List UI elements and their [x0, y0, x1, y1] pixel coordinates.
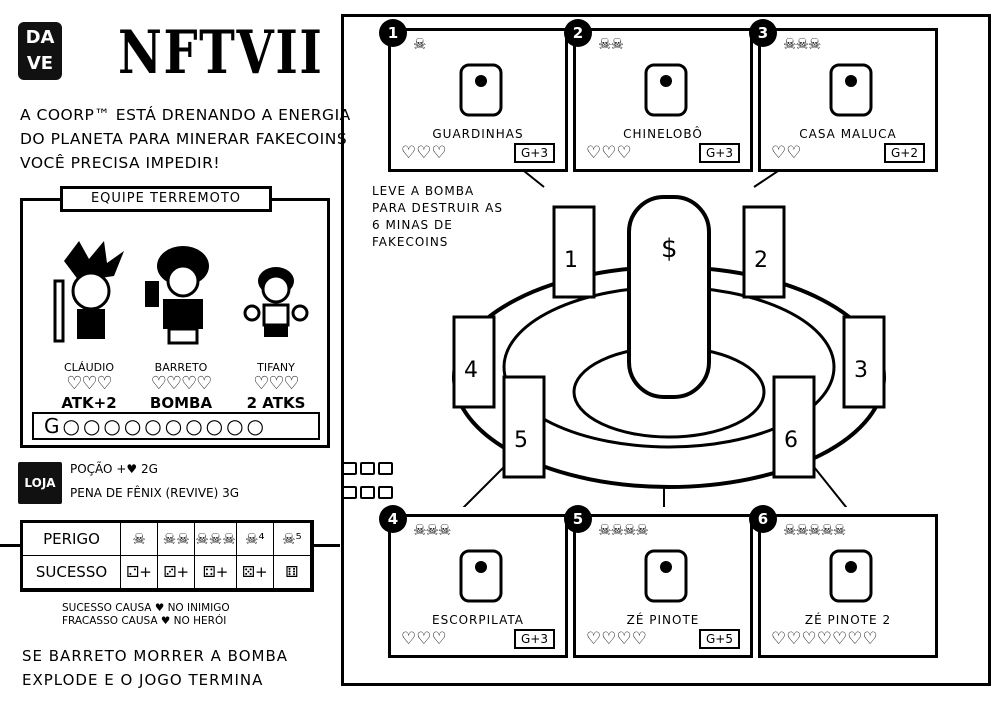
card-number: 5 — [564, 505, 592, 533]
team-panel: Cláudio ♡♡♡ ATK+2 Barreto ♡♡♡♡ Bomba Tif… — [20, 198, 330, 448]
skull-icon: ☠☠☠ — [195, 523, 237, 556]
skull-icon: ☠☠☠☠ — [598, 521, 649, 539]
barreto-figure-icon — [145, 246, 209, 345]
svg-text:1: 1 — [564, 248, 578, 273]
gold-slots[interactable]: ○○○○○○○○○○ — [62, 414, 268, 438]
skull-icon: ☠⁴ — [236, 523, 274, 556]
hero-tifany: Tifany ♡♡♡ 2 ATKs — [228, 231, 324, 412]
dice-icon: ⚃+ — [195, 556, 237, 589]
shop-label: Loja — [18, 462, 62, 504]
card-number: 3 — [749, 19, 777, 47]
enemy-hearts[interactable]: ♡♡♡ — [401, 143, 447, 163]
hero-hearts: ♡♡♡ — [253, 373, 299, 394]
gold-reward: G+5 — [699, 629, 740, 649]
hero-hearts: ♡♡♡ — [66, 373, 112, 394]
enemy-name: Zé Pinote 2 — [804, 613, 892, 627]
mission-text: Leve a bomba para destruir as 6 minas de… — [372, 184, 503, 249]
svg-text:6: 6 — [784, 428, 798, 453]
enemy-illustration-icon — [829, 63, 873, 117]
intro-text: A Coorp™ está drenando a energia do plan… — [20, 106, 351, 172]
claudio-figure-icon — [53, 241, 124, 343]
end-rule: Se Barreto morrer a bomba explode e o jo… — [22, 647, 288, 689]
enemy-card[interactable]: 2 ☠☠ Chinelobô ♡♡♡ G+3 — [564, 19, 753, 172]
gold-reward: G+3 — [699, 143, 740, 163]
enemy-illustration-icon — [459, 63, 503, 117]
enemy-name: Guardinhas — [432, 127, 524, 141]
svg-text:3: 3 — [854, 358, 868, 383]
enemy-hearts[interactable]: ♡♡♡♡ — [586, 629, 647, 649]
shop-checkboxes[interactable] — [342, 462, 393, 475]
enemy-illustration-icon — [459, 549, 503, 603]
game-title: NFTVII — [118, 18, 324, 88]
svg-text:5: 5 — [514, 428, 528, 453]
enemy-card[interactable]: 4 ☠☠☠ Escorpilata ♡♡♡ G+3 — [379, 505, 568, 658]
enemy-illustration-icon — [644, 549, 688, 603]
shop-item: Pena de Fênix (revive) 3G — [70, 486, 400, 500]
shop-item: Poção +♥ 2G — [70, 462, 400, 476]
tifany-figure-icon — [243, 267, 309, 337]
dice-icon: ⚂+ — [158, 556, 196, 589]
enemy-name: Chinelobô — [623, 127, 703, 141]
skull-icon: ☠ — [413, 35, 426, 53]
dice-icon: ⚁+ — [121, 556, 159, 589]
danger-table: Perigo ☠☠☠☠☠☠☠⁴☠⁵ Sucesso ⚁+⚂+⚃+⚄+⚅ — [20, 520, 314, 592]
gold-reward: G+2 — [884, 143, 925, 163]
team-label: Equipe Terremoto — [60, 186, 272, 212]
skull-icon: ☠☠☠ — [413, 521, 451, 539]
combat-notes: Sucesso causa ♥ no inimigoFracasso causa… — [62, 602, 230, 627]
enemy-illustration-icon — [644, 63, 688, 117]
hero-barreto: Barreto ♡♡♡♡ Bomba — [133, 231, 229, 412]
svg-text:2: 2 — [754, 248, 768, 273]
card-number: 1 — [379, 19, 407, 47]
enemy-card[interactable]: 5 ☠☠☠☠ Zé Pinote ♡♡♡♡ G+5 — [564, 505, 753, 658]
dice-icon: ⚄+ — [236, 556, 274, 589]
gold-track[interactable]: G○○○○○○○○○○ — [32, 412, 320, 440]
svg-text:4: 4 — [464, 358, 478, 383]
game-board: $ 1 2 3 4 5 6 Leve a bomba para destruir as 6… — [341, 14, 991, 686]
enemy-hearts[interactable]: ♡♡♡♡♡♡♡ — [771, 629, 878, 649]
enemy-card[interactable]: 1 ☠ Guardinhas ♡♡♡ G+3 — [379, 19, 568, 172]
gold-reward: G+3 — [514, 143, 555, 163]
reactor-base-icon: $ 1 2 3 4 5 6 — [452, 167, 886, 507]
card-number: 6 — [749, 505, 777, 533]
skull-icon: ☠☠☠ — [783, 35, 821, 53]
skull-icon: ☠☠ — [158, 523, 196, 556]
enemy-illustration-icon — [829, 549, 873, 603]
skull-icon: ☠☠ — [598, 35, 624, 53]
skull-icon: ☠ — [121, 523, 159, 556]
enemy-hearts[interactable]: ♡♡♡ — [586, 143, 632, 163]
hero-hearts: ♡♡♡♡ — [150, 373, 213, 394]
gold-reward: G+3 — [514, 629, 555, 649]
enemy-card[interactable]: 3 ☠☠☠ Casa Maluca ♡♡ G+2 — [749, 19, 938, 172]
card-number: 4 — [379, 505, 407, 533]
enemy-name: Zé Pinote — [626, 613, 700, 627]
card-number: 2 — [564, 19, 592, 47]
enemy-hearts[interactable]: ♡♡♡ — [401, 629, 447, 649]
dice-icon: ⚅ — [273, 556, 311, 589]
hero-claudio: Cláudio ♡♡♡ ATK+2 — [41, 231, 137, 412]
enemy-name: Escorpilata — [432, 613, 524, 627]
dollar-sign: $ — [661, 234, 678, 264]
enemy-hearts[interactable]: ♡♡ — [771, 143, 802, 163]
skull-icon: ☠☠☠☠☠ — [783, 521, 846, 539]
skull-icon: ☠⁵ — [273, 523, 311, 556]
enemy-card[interactable]: 6 ☠☠☠☠☠ Zé Pinote 2 ♡♡♡♡♡♡♡ — [749, 505, 938, 658]
enemy-name: Casa Maluca — [799, 127, 897, 141]
